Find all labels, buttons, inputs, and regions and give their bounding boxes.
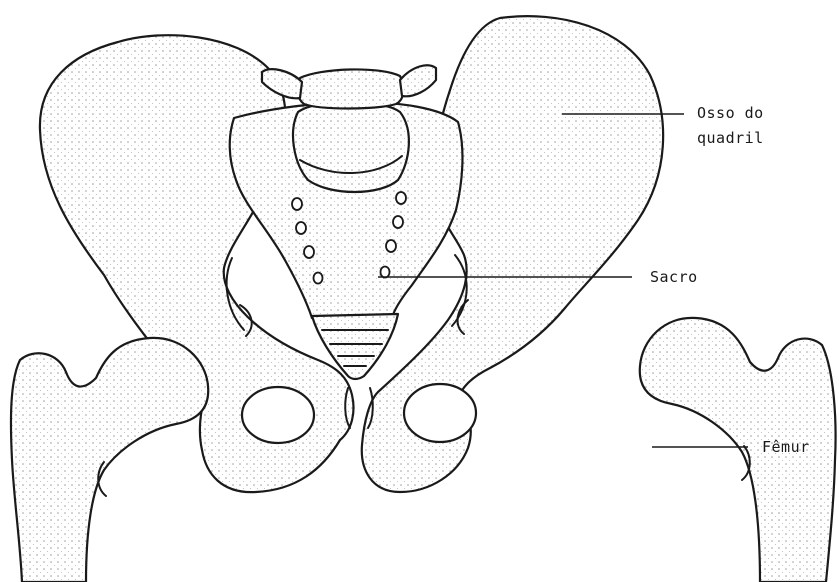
sacral-foramen xyxy=(304,246,314,258)
sacral-foramen xyxy=(386,240,396,252)
right-obturator-foramen xyxy=(404,384,476,442)
sacral-foramen xyxy=(381,267,390,278)
sacral-foramen xyxy=(296,222,306,234)
sacral-foramen xyxy=(396,192,406,204)
right-transverse-process xyxy=(400,65,436,96)
sacral-foramen xyxy=(314,273,323,284)
hip-bone-label-line2: quadril xyxy=(697,129,764,147)
left-femur xyxy=(11,338,208,582)
lumbar-vertebra xyxy=(297,69,403,108)
sacral-body xyxy=(293,102,409,193)
femur-label: Fêmur xyxy=(762,438,810,456)
hip-bone-label-line1: Osso do xyxy=(697,104,764,122)
sacrum-label: Sacro xyxy=(650,268,698,286)
left-obturator-foramen xyxy=(242,387,314,443)
sacral-foramen xyxy=(393,216,403,228)
sacral-foramen xyxy=(292,198,302,210)
